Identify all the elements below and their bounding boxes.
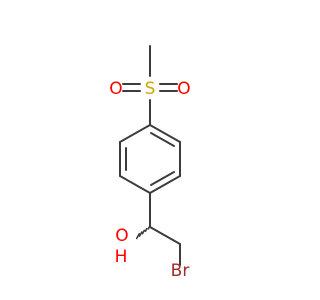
structure-svg: S O O O H Br [109, 45, 191, 281]
hydroxyl-hydrogen-label: H [115, 247, 128, 267]
bond-group [119, 45, 181, 266]
bond-chiral-carbon-ch2 [149, 226, 181, 245]
sulfur-atom-label: S [145, 79, 156, 99]
ring-inner-bond-2 [150, 171, 175, 186]
ring-bond-1 [149, 124, 181, 143]
ring-bond-3 [149, 175, 181, 194]
bromine-atom-label: Br [171, 261, 190, 281]
oxygen-right-atom-label: O [177, 79, 190, 99]
oxygen-left-atom-label: O [109, 79, 122, 99]
ring-bond-6 [119, 124, 151, 143]
stereo-hash-wedge [135, 226, 151, 240]
ring-bond-4 [119, 175, 151, 194]
ring-inner-bond-1 [150, 132, 175, 147]
molecule-diagram: S O O O H Br [109, 45, 191, 281]
hydroxyl-oxygen-label: O [115, 226, 128, 246]
